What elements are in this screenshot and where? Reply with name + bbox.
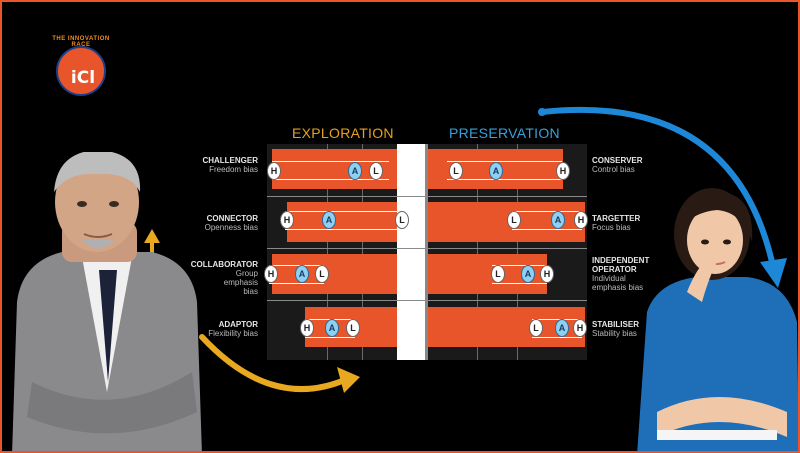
connector-label: CONNECTOR Openness bias (178, 214, 258, 232)
logo-badge: iCl (56, 46, 106, 96)
exploration-heading: EXPLORATION (292, 125, 394, 141)
label-subtitle: Focus bias (592, 223, 631, 232)
logo: THE INNOVATION RACE iCl (52, 36, 110, 102)
label-title: STABILISER (592, 320, 639, 329)
collaborator-label: COLLABORATOR Group emphasis bias (178, 260, 258, 296)
row-divider (267, 196, 587, 197)
grid-line (477, 144, 478, 360)
preservation-heading: PRESERVATION (449, 125, 560, 141)
conserver-label: CONSERVER Control bias (592, 156, 672, 174)
challenger-track (272, 161, 389, 180)
marker-low: L (395, 211, 409, 229)
marker-high: H (267, 162, 281, 180)
targetter-label: TARGETTER Focus bias (592, 214, 672, 232)
marker-low: L (369, 162, 383, 180)
label-subtitle: Group emphasis bias (223, 269, 258, 296)
marker-low: L (346, 319, 360, 337)
marker-average: A (555, 319, 569, 337)
marker-average: A (551, 211, 565, 229)
marker-average: A (489, 162, 503, 180)
label-subtitle: Freedom bias (209, 165, 258, 174)
label-title: TARGETTER (592, 214, 641, 223)
label-subtitle: Flexibility bias (208, 329, 258, 338)
label-title: CONNECTOR (206, 214, 258, 223)
stabiliser-label: STABILISER Stability bias (592, 320, 672, 338)
center-divider (425, 144, 428, 360)
marker-low: L (315, 265, 329, 283)
marker-high: H (280, 211, 294, 229)
label-title: CHALLENGER (202, 156, 258, 165)
independent-operator-track (492, 265, 547, 284)
label-subtitle: Individual emphasis bias (592, 274, 644, 292)
logo-arc-text: THE INNOVATION RACE (52, 36, 110, 48)
label-title: CONSERVER (592, 156, 643, 165)
marker-average: A (295, 265, 309, 283)
targetter-track (512, 211, 582, 230)
grid-line (362, 144, 363, 360)
marker-average: A (322, 211, 336, 229)
grid-line (327, 144, 328, 360)
collaborator-track (269, 265, 324, 284)
marker-high: H (556, 162, 570, 180)
marker-low: L (491, 265, 505, 283)
connector-track (285, 211, 403, 230)
marker-high: H (264, 265, 278, 283)
man-thinking-image (12, 152, 202, 451)
bias-chart: H A L L A H H A L L A H H A L L A H H A … (264, 144, 588, 360)
label-title: INDEPENDENT OPERATOR (592, 256, 650, 274)
woman-thinking-image (637, 188, 798, 451)
center-band (397, 144, 427, 360)
independent-operator-label: INDEPENDENT OPERATOR Individual emphasis… (592, 256, 652, 292)
conserver-track (447, 161, 562, 180)
row-divider (267, 300, 587, 301)
row-divider (267, 248, 587, 249)
yellow-curved-arrow-icon (144, 229, 360, 393)
blue-curved-arrow-icon (538, 106, 787, 288)
challenger-label: CHALLENGER Freedom bias (178, 156, 258, 174)
marker-average: A (325, 319, 339, 337)
marker-average: A (348, 162, 362, 180)
label-title: ADAPTOR (218, 320, 258, 329)
logo-initials: iCl (70, 68, 96, 88)
label-subtitle: Openness bias (204, 223, 258, 232)
marker-high: H (540, 265, 554, 283)
marker-high: H (574, 211, 588, 229)
label-subtitle: Stability bias (592, 329, 637, 338)
marker-high: H (300, 319, 314, 337)
marker-low: L (449, 162, 463, 180)
marker-low: L (507, 211, 521, 229)
grid-line (517, 144, 518, 360)
marker-high: H (573, 319, 587, 337)
connector-bar (287, 202, 397, 242)
collaborator-bar (272, 254, 397, 294)
stabiliser-track (532, 319, 582, 338)
adaptor-label: ADAPTOR Flexibility bias (178, 320, 258, 338)
label-subtitle: Control bias (592, 165, 635, 174)
marker-low: L (529, 319, 543, 337)
marker-average: A (521, 265, 535, 283)
label-title: COLLABORATOR (190, 260, 258, 269)
